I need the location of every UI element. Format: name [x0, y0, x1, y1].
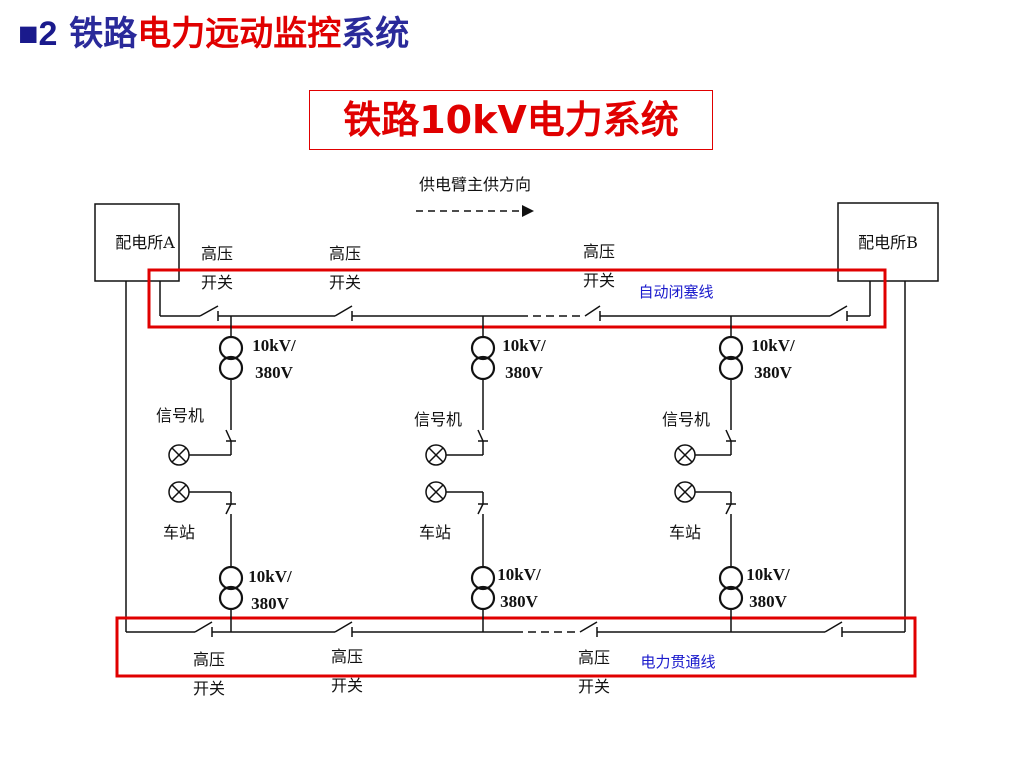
station-column-3 — [674, 316, 744, 632]
switch-label-upper-2b: 开关 — [329, 273, 361, 292]
through-switch-1 — [194, 621, 213, 633]
through-switch-3 — [579, 621, 598, 633]
auto-block-switch-3 — [584, 305, 601, 317]
station-column-2 — [425, 316, 496, 632]
signal-switch-2 — [477, 429, 484, 442]
transformer-upper-3-l2: 380V — [754, 363, 793, 382]
transformer-upper-1 — [218, 335, 244, 381]
switch-label-lower-1a: 高压 — [193, 650, 225, 669]
signal-lamp-2 — [425, 444, 447, 466]
switch-label-upper-2a: 高压 — [329, 244, 361, 263]
switch-label-upper-1a: 高压 — [201, 244, 233, 263]
substation-a-box — [94, 203, 180, 282]
switch-label-upper-3a: 高压 — [583, 242, 615, 261]
through-line-label: 电力贯通线 — [640, 653, 715, 671]
signal-label-2: 信号机 — [414, 410, 462, 429]
switch-label-lower-2a: 高压 — [331, 647, 363, 666]
heading-number: ■2 — [18, 15, 58, 53]
signal-switch-1 — [225, 429, 232, 442]
substation-b-box — [837, 202, 939, 282]
switch-label-lower-3b: 开关 — [578, 677, 610, 696]
page-heading: ■2 铁路电力远动监控系统 — [18, 14, 409, 54]
heading-part2: 电力远动监控 — [137, 14, 342, 54]
station-lamp-2 — [425, 481, 447, 503]
station-lamp-1 — [168, 481, 190, 503]
switch-label-lower-2b: 开关 — [331, 676, 363, 695]
auto-block-switch-4 — [829, 305, 848, 317]
heading-part3: 系统 — [341, 14, 410, 54]
switch-label-lower-1b: 开关 — [193, 679, 225, 698]
transformer-lower-3-l1: 10kV/ — [746, 565, 790, 584]
station-switch-2 — [477, 503, 484, 515]
auto-block-frame — [147, 268, 887, 329]
transformer-lower-2-l1: 10kV/ — [497, 565, 541, 584]
transformer-upper-2-l1: 10kV/ — [502, 336, 546, 355]
substation-b-label: 配电所B — [858, 233, 918, 252]
through-line-frame — [115, 616, 917, 678]
auto-block-line-label: 自动闭塞线 — [638, 283, 713, 301]
station-label-3: 车站 — [669, 523, 701, 542]
switch-label-upper-1b: 开关 — [201, 273, 233, 292]
transformer-upper-2-l2: 380V — [505, 363, 544, 382]
signal-label-1: 信号机 — [156, 406, 204, 425]
transformer-lower-3-l2: 380V — [749, 592, 788, 611]
station-lamp-3 — [674, 481, 696, 503]
substation-a-label: 配电所A — [115, 233, 175, 252]
transformer-upper-3 — [718, 335, 744, 381]
diagram-title-box: 铁路10kV电力系统 — [309, 90, 713, 150]
transformer-lower-2-l2: 380V — [500, 592, 539, 611]
auto-block-switch-1 — [199, 305, 219, 317]
transformer-upper-1-l1: 10kV/ — [252, 336, 296, 355]
transformer-lower-1 — [218, 565, 244, 611]
transformer-upper-2 — [470, 335, 496, 381]
station-label-1: 车站 — [163, 523, 195, 542]
direction-arrow-head — [522, 205, 534, 217]
direction-label: 供电臂主供方向 — [419, 175, 531, 194]
through-switch-2 — [334, 621, 353, 633]
auto-block-switch-2 — [334, 305, 353, 317]
transformer-lower-2 — [470, 565, 496, 611]
heading-part1: 铁路 — [69, 14, 138, 54]
transformer-upper-1-l2: 380V — [255, 363, 294, 382]
signal-lamp-1 — [168, 444, 190, 466]
station-column-1 — [168, 316, 244, 632]
switch-label-upper-3b: 开关 — [583, 271, 615, 290]
signal-switch-3 — [725, 429, 732, 442]
transformer-lower-1-l2: 380V — [251, 594, 290, 613]
switch-label-lower-3a: 高压 — [578, 648, 610, 667]
station-switch-1 — [225, 503, 232, 515]
station-switch-3 — [725, 503, 732, 515]
station-label-2: 车站 — [419, 523, 451, 542]
transformer-lower-3 — [718, 565, 744, 611]
transformer-lower-1-l1: 10kV/ — [248, 567, 292, 586]
transformer-upper-3-l1: 10kV/ — [751, 336, 795, 355]
signal-lamp-3 — [674, 444, 696, 466]
through-switch-4 — [824, 621, 843, 633]
signal-label-3: 信号机 — [662, 410, 710, 429]
